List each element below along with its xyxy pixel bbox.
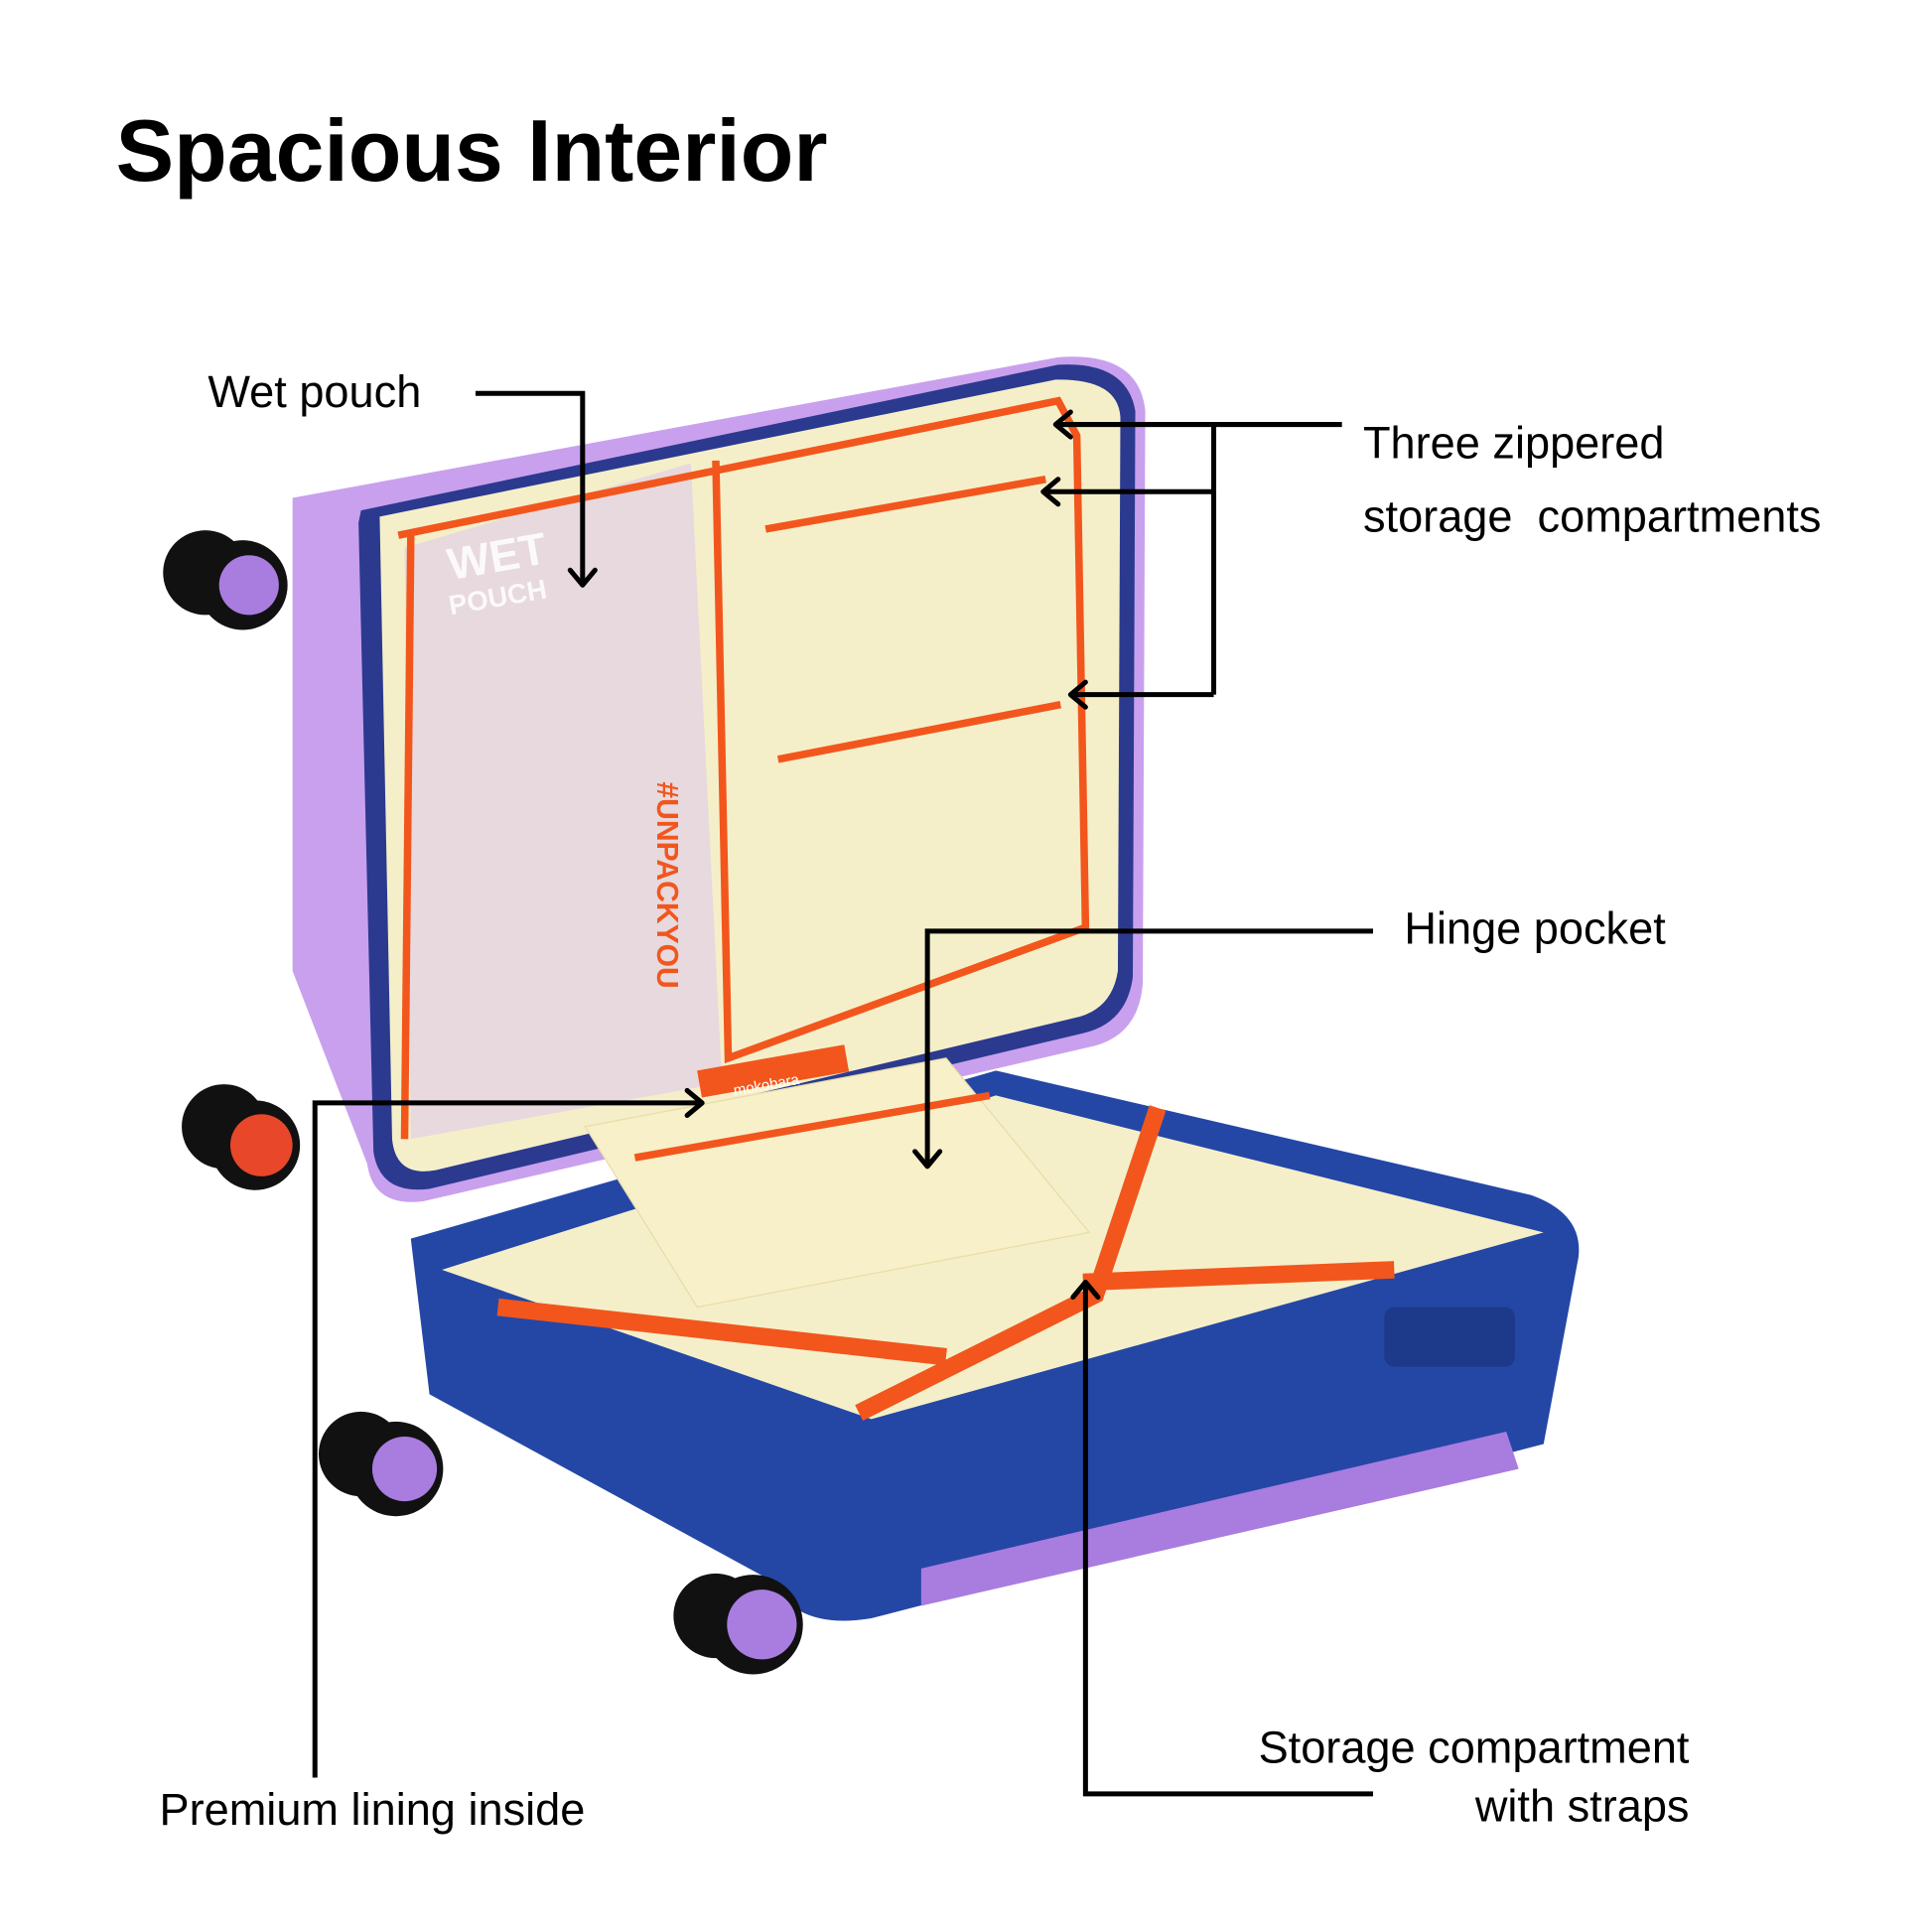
callout-storage-line1: Storage compartment <box>1259 1722 1690 1772</box>
suitcase-base: mokobara <box>410 1044 1580 1621</box>
lid-zipper <box>397 396 1090 1140</box>
leader-line <box>312 1100 700 1778</box>
hinge-pocket <box>584 1057 1091 1309</box>
arrow-down-icon <box>912 1149 943 1170</box>
brand-tag <box>697 1044 850 1098</box>
wheel-icon <box>182 1084 301 1190</box>
callout-storage-line2: with straps <box>1474 1780 1690 1831</box>
compartment-zipper <box>764 476 1062 763</box>
arrow-up-icon <box>1070 1279 1101 1301</box>
callout-zippered-line2: storage compartments <box>1363 490 1821 541</box>
callout-wet-pouch: Wet pouch <box>207 366 421 417</box>
arrow-down-icon <box>567 567 598 588</box>
base-trim <box>920 1431 1519 1606</box>
wheel-icon <box>163 530 288 630</box>
arrow-left-icon <box>1040 477 1061 507</box>
callout-hinge-pocket: Hinge pocket <box>1404 902 1666 953</box>
callout-zippered-line1: Three zippered <box>1363 417 1665 468</box>
tsa-lock <box>1384 1307 1515 1367</box>
wheels <box>163 530 803 1675</box>
leader-line <box>475 390 586 583</box>
page-title: Spacious Interior <box>116 102 828 200</box>
suitcase-lid: WET POUCH #UNPACKYOU <box>292 356 1146 1202</box>
wheel-icon <box>318 1411 444 1517</box>
wheel-icon <box>673 1573 803 1675</box>
hinge-pocket-zipper <box>633 1091 991 1162</box>
hashtag-print: #UNPACKYOU <box>650 781 683 988</box>
wet-pouch-panel <box>404 463 723 1140</box>
arrow-left-icon <box>1067 679 1088 710</box>
leader-line <box>924 928 1374 1165</box>
callout-premium-lining: Premium lining inside <box>159 1784 585 1835</box>
arrow-right-icon <box>684 1087 705 1118</box>
arrow-left-icon <box>1052 409 1073 440</box>
leader-line <box>1082 1284 1374 1797</box>
leader-line <box>1045 422 1342 698</box>
